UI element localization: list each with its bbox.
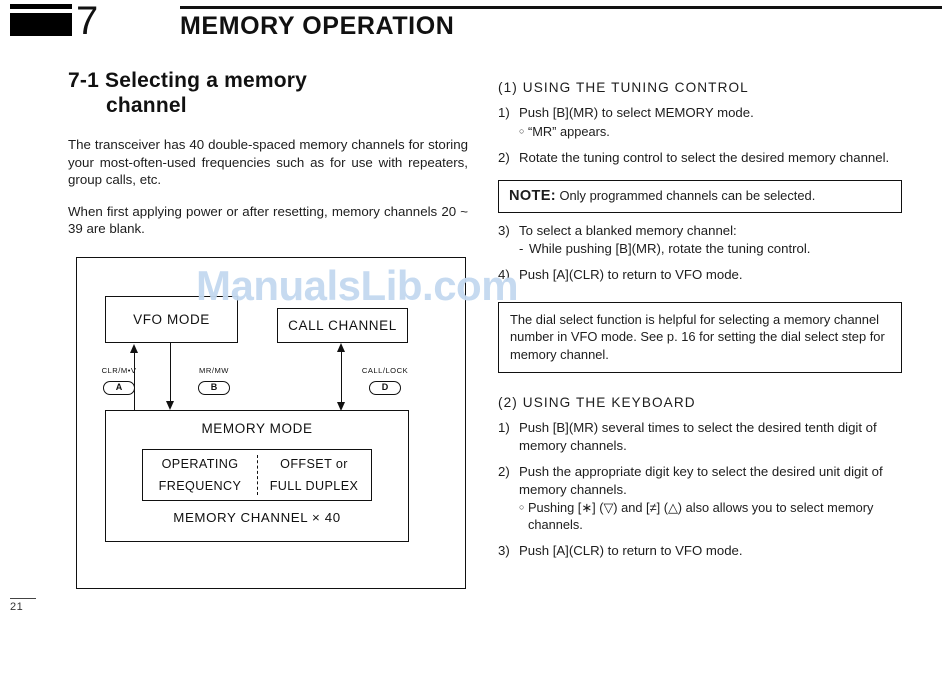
- step-number: 2): [498, 464, 510, 479]
- bullet-text: “MR” appears.: [528, 123, 610, 139]
- arrow-up-to-vfo: [129, 344, 138, 353]
- left-column: 7-1 Selecting a memory channel The trans…: [68, 68, 468, 238]
- connector-line-b: [170, 343, 171, 401]
- memory-contents-right-line1: OFFSET or: [280, 457, 348, 471]
- page-header: 7 MEMORY OPERATION: [0, 0, 950, 58]
- right-column: (1) USING THE TUNING CONTROL 1) Push [B]…: [498, 80, 902, 560]
- header-rule: [180, 6, 942, 9]
- key-d-label: CALL/LOCK: [361, 366, 409, 375]
- tip-box: The dial select function is helpful for …: [498, 301, 902, 373]
- memory-contents-cell-left: OPERATING FREQUENCY: [143, 450, 257, 500]
- step-text: Push [B](MR) several times to select the…: [519, 420, 877, 453]
- diagram-box-vfo-mode: VFO MODE: [105, 296, 238, 343]
- key-b-pill: B: [198, 380, 230, 395]
- step-number: 1): [498, 420, 510, 435]
- section2-heading: (2) USING THE KEYBOARD: [498, 395, 696, 410]
- list-item: 1) Push [B](MR) several times to select …: [498, 419, 902, 454]
- dash-marker: -: [519, 240, 524, 256]
- page-title: MEMORY OPERATION: [180, 12, 455, 40]
- diagram-box-memory-label: MEMORY MODE: [201, 421, 313, 436]
- note-keyword: NOTE:: [509, 188, 556, 204]
- memory-contents-table: OPERATING FREQUENCY OFFSET or FULL DUPLE…: [142, 449, 372, 501]
- bullet-dot-icon: ○: [519, 125, 525, 136]
- step-text: Push [A](CLR) to return to VFO mode.: [519, 543, 743, 558]
- key-d-pill: D: [369, 380, 401, 395]
- list-item-bullet: ○ Pushing [∗] (▽) and [≠] (△) also allow…: [519, 499, 902, 533]
- step-text: Rotate the tuning control to select the …: [519, 149, 890, 165]
- memory-channel-count-label: MEMORY CHANNEL × 40: [173, 510, 341, 525]
- step-text: Push [A](CLR) to return to VFO mode.: [519, 267, 743, 282]
- section1-heading: (1) USING THE TUNING CONTROL: [498, 80, 749, 95]
- intro-paragraph-1: The transceiver has 40 double-spaced mem…: [68, 137, 468, 187]
- mode-transition-diagram: VFO MODE CALL CHANNEL CLR/M•V A MR/MW B …: [76, 257, 466, 589]
- list-item-dash: - While pushing [B](MR), rotate the tuni…: [519, 240, 902, 258]
- diagram-box-call-label: CALL CHANNEL: [288, 318, 397, 333]
- key-a-pill: A: [103, 380, 135, 395]
- chapter-marker-bars: [10, 4, 72, 36]
- page-footer: 21: [10, 598, 46, 613]
- dash-text: While pushing [B](MR), rotate the tuning…: [529, 240, 811, 256]
- intro-paragraph-2: When first applying power or after reset…: [68, 203, 468, 237]
- diagram-box-vfo-label: VFO MODE: [133, 312, 210, 327]
- key-callout-b: MR/MW B: [178, 366, 250, 395]
- section-title-line1: Selecting a memory: [105, 69, 308, 92]
- bullet-text: Pushing [∗] (▽) and [≠] (△) also allows …: [528, 500, 874, 532]
- memory-contents-left-line2: FREQUENCY: [158, 479, 242, 493]
- list-item: 2) Push the appropriate digit key to sel…: [498, 463, 902, 498]
- list-item-bullet: ○ “MR” appears.: [519, 123, 902, 140]
- arrow-down-to-memory-from-call: [336, 402, 345, 411]
- chapter-bar-thin: [10, 4, 72, 9]
- page-number: 21: [10, 601, 24, 614]
- bullet-dot-icon: ○: [519, 502, 525, 512]
- chapter-bar-thick: [10, 13, 72, 36]
- note-text: Only programmed channels can be selected…: [555, 188, 816, 203]
- key-b-label: MR/MW: [199, 366, 229, 375]
- list-item: 1) Push [B](MR) to select MEMORY mode.: [498, 104, 902, 122]
- key-a-label: CLR/M•V: [101, 366, 137, 375]
- list-item: 2) Rotate the tuning control to select t…: [498, 149, 902, 167]
- memory-contents-divider: [257, 455, 258, 495]
- memory-contents-right-line2: FULL DUPLEX: [269, 479, 359, 493]
- key-callout-d: CALL/LOCK D: [349, 366, 421, 395]
- list-item: 3) To select a blanked memory channel:: [498, 222, 902, 240]
- step-text: Push [B](MR) to select MEMORY mode.: [519, 105, 754, 120]
- memory-contents-left-line1: OPERATING: [161, 457, 239, 471]
- diagram-box-call-channel: CALL CHANNEL: [277, 308, 408, 343]
- footer-rule: [10, 598, 36, 600]
- list-item: 4) Push [A](CLR) to return to VFO mode.: [498, 266, 902, 284]
- section-title-line2: channel: [106, 94, 187, 117]
- section-number: 7-1: [68, 69, 99, 92]
- key-callout-a: CLR/M•V A: [83, 366, 155, 395]
- step-number: 3): [498, 543, 510, 558]
- connector-line-a: [134, 353, 135, 411]
- chapter-number: 7: [76, 0, 98, 43]
- step-number: 4): [498, 267, 510, 282]
- memory-contents-cell-right: OFFSET or FULL DUPLEX: [257, 450, 371, 500]
- connector-line-d: [341, 352, 342, 402]
- list-item: 3) Push [A](CLR) to return to VFO mode.: [498, 542, 902, 560]
- step-text: Push the appropriate digit key to select…: [519, 464, 883, 497]
- note-box: NOTE: Only programmed channels can be se…: [498, 180, 902, 213]
- step-number: 2): [498, 149, 510, 165]
- section-heading: 7-1 Selecting a memory channel: [68, 68, 468, 118]
- step-number: 1): [498, 105, 510, 120]
- arrow-down-to-memory: [165, 401, 174, 410]
- step-number: 3): [498, 223, 510, 238]
- arrow-up-to-call-channel: [336, 343, 345, 352]
- diagram-box-memory-mode: MEMORY MODE OPERATING FREQUENCY OFFSET o…: [105, 410, 409, 542]
- step-text: To select a blanked memory channel:: [519, 223, 737, 238]
